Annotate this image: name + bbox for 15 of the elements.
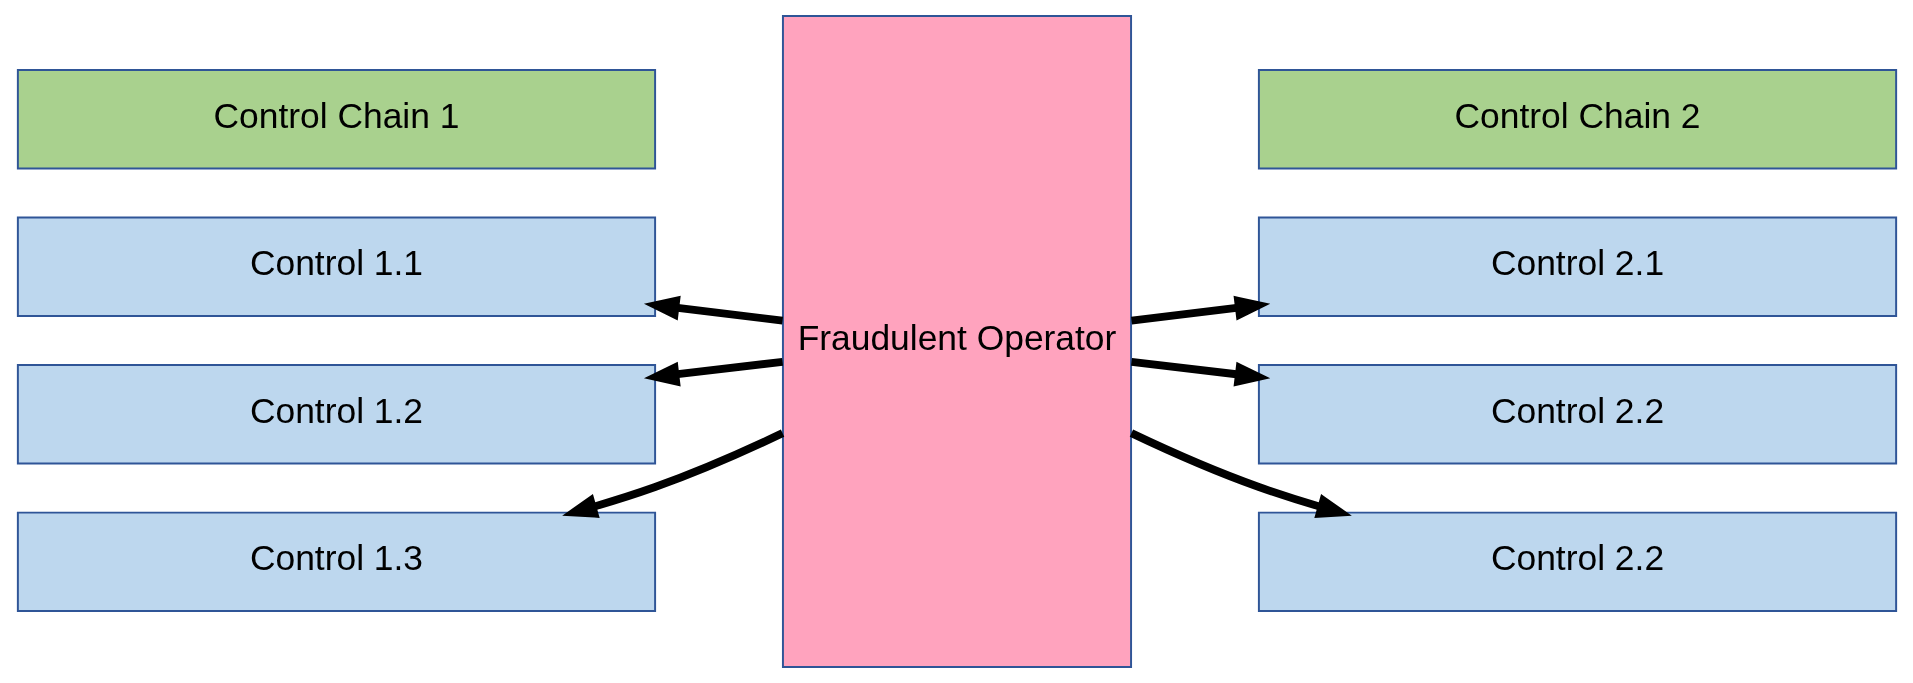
arrow (643, 295, 783, 325)
node-box: Control Chain 2 (1257, 69, 1897, 170)
node-box: Control Chain 1 (16, 69, 656, 170)
arrow (1130, 357, 1270, 387)
node-box: Control 2.2 (1257, 364, 1897, 465)
arrow (561, 429, 784, 518)
arrow (1130, 295, 1270, 325)
node-box: Control 2.2 (1257, 511, 1897, 612)
arrow (1129, 429, 1352, 518)
node-box: Fraudulent Operator (781, 15, 1132, 668)
node-box: Control 1.2 (16, 364, 656, 465)
arrow (643, 357, 783, 387)
node-box: Control 1.3 (16, 511, 656, 612)
node-box: Control 2.1 (1257, 216, 1897, 317)
node-box: Control 1.1 (16, 216, 656, 317)
